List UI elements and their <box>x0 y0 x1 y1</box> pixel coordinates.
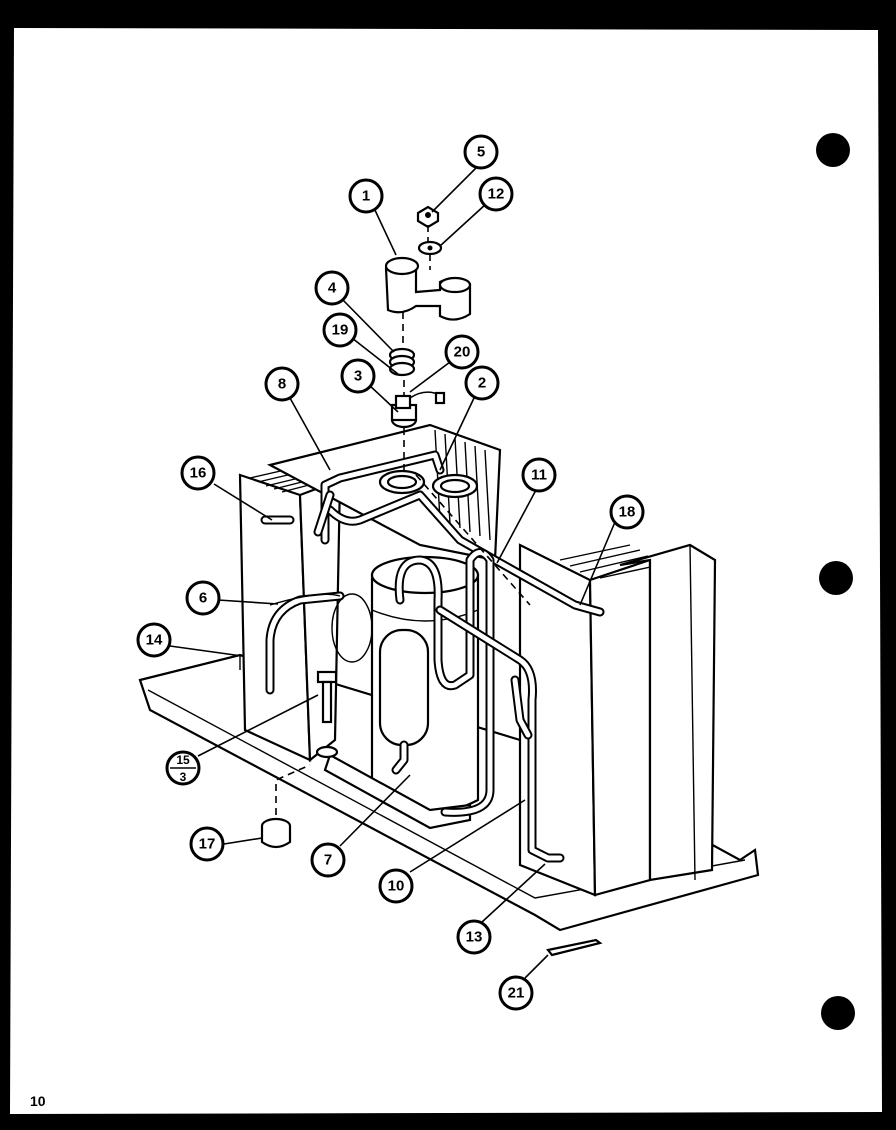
svg-text:16: 16 <box>190 465 207 482</box>
callout-7: 7 <box>310 842 346 878</box>
mounting-bolt <box>315 670 339 759</box>
callout-17: 17 <box>189 826 225 862</box>
punch-hole-bottom <box>821 996 855 1030</box>
callout-4: 4 <box>314 270 350 306</box>
callout-13: 13 <box>456 919 492 955</box>
svg-text:5: 5 <box>477 144 485 161</box>
callout-11: 11 <box>521 457 557 493</box>
svg-text:3: 3 <box>180 770 187 784</box>
screw <box>546 938 603 957</box>
svg-text:14: 14 <box>146 632 163 649</box>
callout-1: 1 <box>348 178 384 214</box>
svg-text:4: 4 <box>328 280 337 297</box>
callout-15-3: 15 3 <box>165 750 201 786</box>
svg-text:2: 2 <box>478 375 486 392</box>
leader-lines <box>169 167 616 979</box>
svg-text:15: 15 <box>176 753 190 767</box>
callout-14: 14 <box>136 622 172 658</box>
svg-text:13: 13 <box>466 929 483 946</box>
svg-text:21: 21 <box>508 985 525 1002</box>
washer <box>417 240 443 256</box>
svg-text:7: 7 <box>324 852 332 869</box>
svg-text:17: 17 <box>199 836 216 853</box>
right-coil <box>518 543 717 897</box>
refrigerant-tubing <box>260 450 605 863</box>
callout-21: 21 <box>498 975 534 1011</box>
callout-8: 8 <box>264 366 300 402</box>
callout-12: 12 <box>478 176 514 212</box>
callout-10: 10 <box>378 868 414 904</box>
callout-6: 6 <box>185 580 221 616</box>
svg-text:19: 19 <box>332 322 349 339</box>
punch-hole-top <box>816 133 850 167</box>
callout-20: 20 <box>444 334 480 370</box>
callout-2: 2 <box>464 365 500 401</box>
punch-hole-middle <box>819 561 853 595</box>
page-number: 10 <box>30 1093 46 1109</box>
svg-text:6: 6 <box>199 590 207 607</box>
svg-text:8: 8 <box>278 376 286 393</box>
svg-text:11: 11 <box>531 467 547 484</box>
callout-19: 19 <box>322 312 358 348</box>
gasket <box>378 469 479 499</box>
callout-5: 5 <box>463 134 499 170</box>
callout-3: 3 <box>340 358 376 394</box>
svg-text:18: 18 <box>619 504 636 521</box>
callout-16: 16 <box>180 455 216 491</box>
callout-18: 18 <box>609 494 645 530</box>
terminal-cover <box>384 256 472 321</box>
svg-text:3: 3 <box>354 368 362 385</box>
overload <box>390 391 446 429</box>
svg-text:10: 10 <box>388 878 405 895</box>
capillary-tube <box>269 593 373 663</box>
accumulator <box>378 628 430 775</box>
svg-text:20: 20 <box>454 344 471 361</box>
grommet <box>260 817 292 849</box>
compressor <box>323 555 480 830</box>
svg-text:1: 1 <box>362 188 370 205</box>
svg-text:12: 12 <box>488 186 505 203</box>
